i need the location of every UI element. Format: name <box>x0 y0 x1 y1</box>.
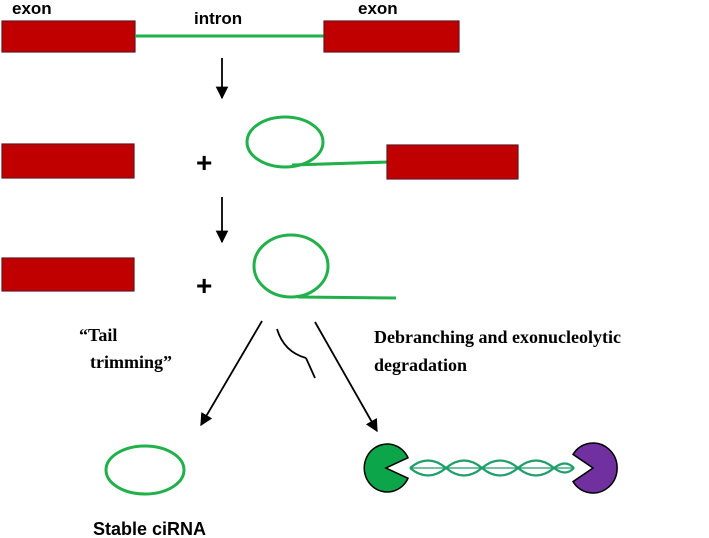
inhibition-arc <box>276 328 307 359</box>
lariat-loop-1 <box>245 115 325 169</box>
label-tail-trimming-line1: “Tail <box>79 325 117 345</box>
label-tail-trimming-line2: trimming” <box>90 352 172 372</box>
exon-block-row3 <box>1 257 135 292</box>
lariat-loop-2 <box>252 233 330 299</box>
label-intron: intron <box>194 9 242 28</box>
inhibition-bar <box>305 357 316 379</box>
exon-right-block <box>323 20 460 53</box>
label-debranching-line1: Debranching and exonucleolytic <box>374 327 621 347</box>
label-stable-cirna: Stable ciRNA <box>93 519 206 538</box>
plus-sign-1: + <box>196 147 212 178</box>
pacman-purple-icon <box>571 442 618 494</box>
stable-cirna-circle <box>104 444 186 496</box>
degrading-rna-wave-2 <box>409 459 575 477</box>
label-debranching-line2: degradation <box>374 355 467 375</box>
degradation-group <box>363 442 618 494</box>
arrow-to-cirna <box>200 320 263 427</box>
inhibition-icon <box>276 328 316 379</box>
exon-left-block <box>1 20 136 53</box>
plus-sign-2: + <box>196 270 212 301</box>
pacman-green-icon <box>363 443 409 493</box>
lariat-tail-2 <box>297 295 397 300</box>
label-exon-left: exon <box>12 0 52 18</box>
exon-block-row2 <box>1 143 135 179</box>
lariat-tail-1 <box>291 160 389 167</box>
label-exon-right: exon <box>358 0 398 18</box>
arrow-to-degradation <box>314 321 378 433</box>
degrading-rna-wave-1 <box>409 459 575 477</box>
exon-block-row2-right <box>386 144 519 180</box>
